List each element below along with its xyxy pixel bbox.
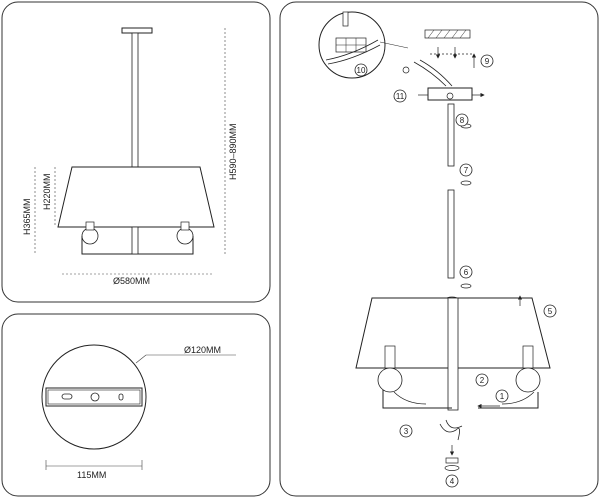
dim-diameter: Ø580MM (113, 276, 150, 286)
svg-text:10: 10 (357, 66, 366, 75)
rod (131, 32, 139, 168)
dim-bracket-width: 115MM (77, 470, 106, 480)
svg-text:11: 11 (396, 92, 405, 101)
step-9: 9 (480, 54, 494, 68)
svg-text:3: 3 (404, 427, 409, 436)
step-8: 8 (455, 113, 469, 127)
dim-canopy-diameter: Ø120MM (184, 345, 221, 355)
step-6: 6 (459, 265, 473, 279)
dim-overall-height: H590–890MM (228, 123, 238, 180)
svg-text:9: 9 (485, 57, 490, 66)
bulb-right (176, 227, 194, 245)
svg-text:2: 2 (480, 376, 485, 385)
dim-body-height: H365MM (22, 198, 32, 235)
svg-text:1: 1 (500, 392, 505, 401)
assembly-bulb-left (377, 367, 403, 393)
step-3: 3 (399, 424, 413, 438)
step-5: 5 (543, 304, 557, 318)
rod-segment-lower (447, 189, 455, 279)
step-7: 7 (459, 163, 473, 177)
bulb-left (81, 227, 99, 245)
rod-segment-upper (447, 103, 455, 167)
svg-text:8: 8 (460, 116, 465, 125)
step-1: 1 (495, 389, 509, 403)
assembly-bulb-right (515, 367, 541, 393)
canopy (121, 27, 153, 34)
step-11: 11 (393, 89, 407, 103)
svg-text:7: 7 (464, 166, 469, 175)
step-10: 10 (354, 63, 368, 77)
svg-text:6: 6 (464, 268, 469, 277)
step-2: 2 (475, 373, 489, 387)
svg-text:5: 5 (548, 307, 553, 316)
step-4: 4 (445, 474, 459, 488)
panel-assembly: 1 2 3 4 5 6 7 8 (279, 1, 599, 497)
svg-text:4: 4 (450, 477, 455, 486)
dim-shade-height: H220MM (42, 173, 52, 210)
panel-dimensions: H590–890MM H220MM H365MM Ø580MM (1, 1, 271, 303)
lamp-shade (57, 166, 215, 228)
panel-bracket: Ø120MM 115MM (1, 313, 271, 497)
